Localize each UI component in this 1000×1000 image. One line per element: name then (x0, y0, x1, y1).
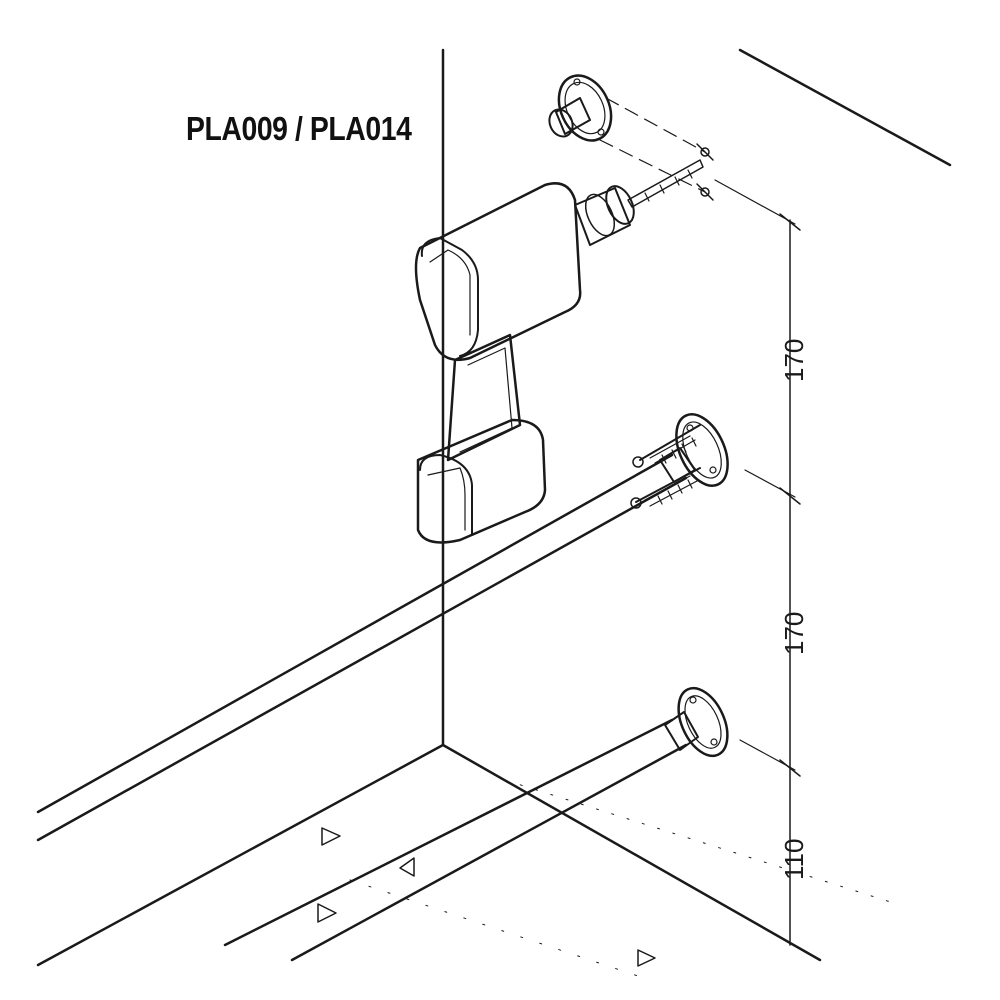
diagram-title: PLA009 / PLA014 (186, 110, 412, 147)
dimension-middle: 170 (779, 612, 809, 655)
dimension-lines (714, 179, 801, 946)
floor-markers (317, 827, 656, 967)
dimension-upper: 170 (779, 339, 809, 382)
cabinet-outline (36, 48, 952, 981)
lower-rod (223, 686, 729, 962)
dimension-labels: 170 170 110 (779, 339, 809, 880)
alignment-guides (599, 97, 714, 201)
wall-socket-icon (548, 74, 613, 142)
drill-icon (414, 159, 704, 544)
dimension-lower: 110 (779, 839, 809, 880)
screw-icon (630, 424, 701, 509)
